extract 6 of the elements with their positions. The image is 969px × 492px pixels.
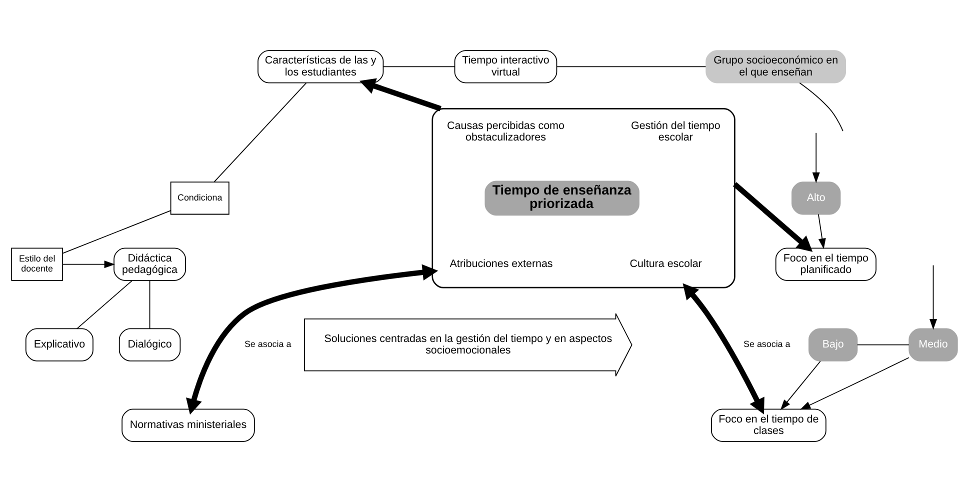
node-text: Cultura escolar: [630, 258, 702, 270]
edge-label: Se asocia a: [244, 339, 292, 350]
node-text: Atribuciones externas: [450, 258, 553, 270]
node-text: Gestión del tiempo escolar: [630, 120, 720, 144]
edge-label: Se asocia a: [744, 339, 790, 350]
node-text: Causas percibidas como obstaculizadores: [447, 120, 564, 144]
